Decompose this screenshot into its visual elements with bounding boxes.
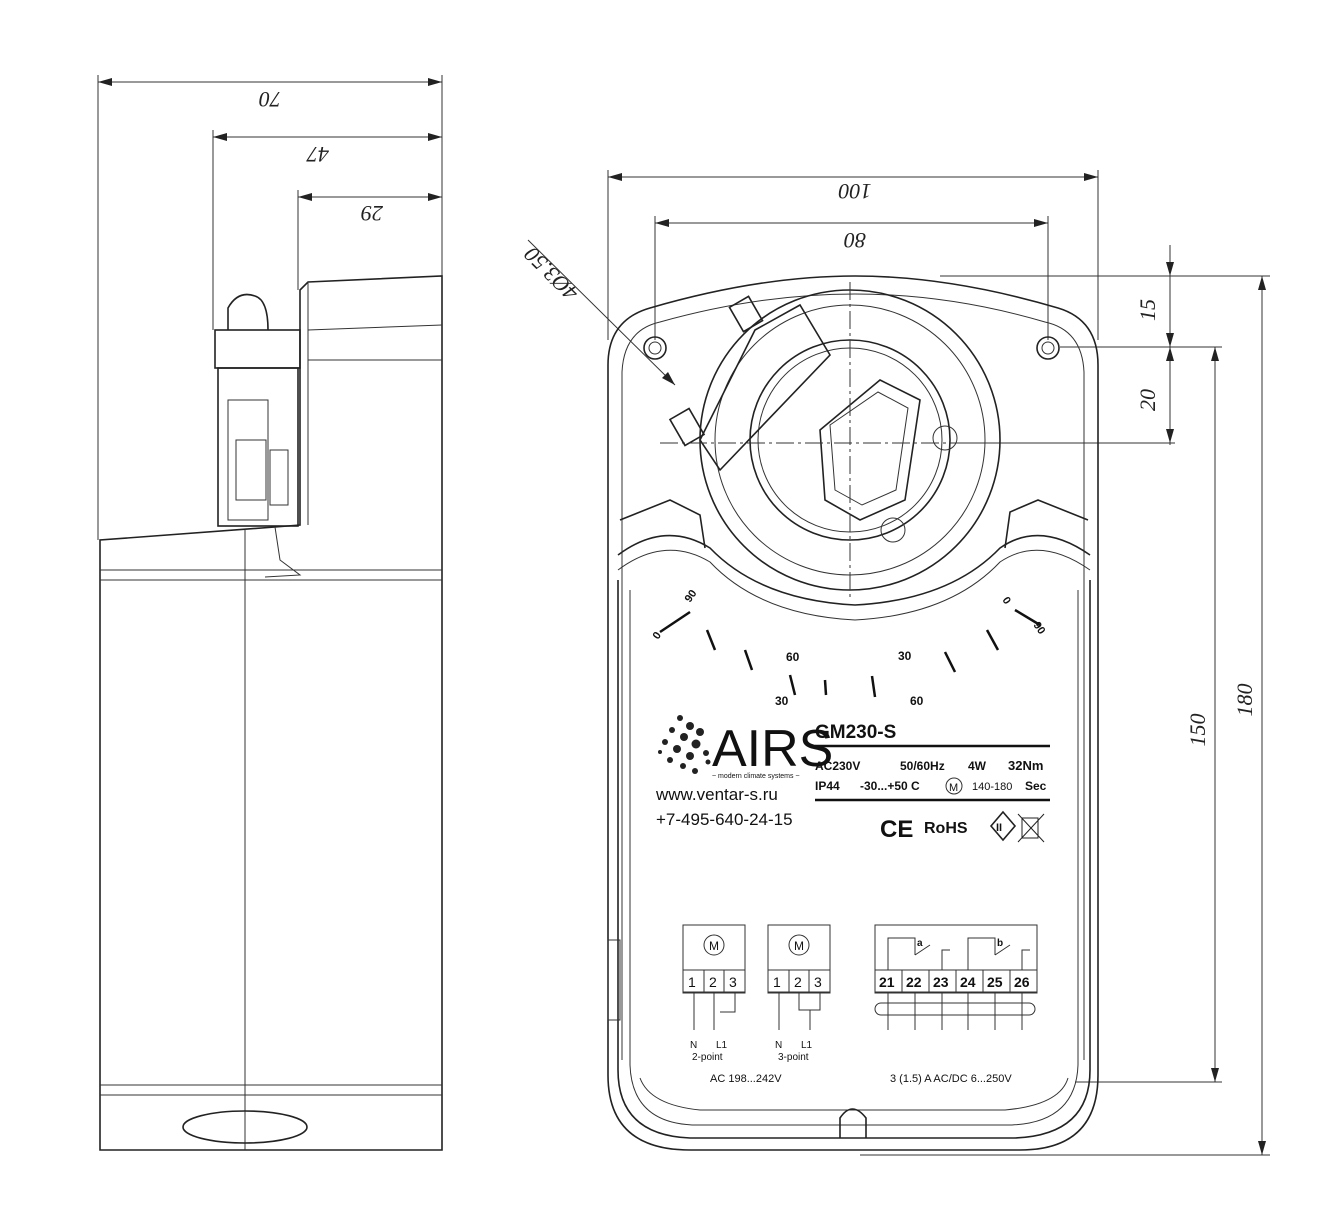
scale-left-30: 30	[775, 694, 789, 708]
terminal-24: 24	[960, 974, 976, 990]
model-name: GM230-S	[815, 722, 896, 743]
terminal-3: 3	[729, 974, 737, 990]
supply-voltage: AC 198...242V	[710, 1073, 782, 1085]
spec-ip: IP44	[815, 779, 840, 793]
wiring-2-point: M 1 2 3 N L1 2-point	[682, 924, 746, 1063]
spec-frequency: 50/60Hz	[900, 759, 945, 773]
website-text: www.ventar-s.ru	[655, 785, 778, 804]
dim-20: 20	[1135, 389, 1160, 411]
terminal-22: 22	[906, 974, 922, 990]
spec-motor-symbol: M	[949, 782, 958, 794]
spec-power: 4W	[968, 759, 987, 773]
terminal-25: 25	[987, 974, 1003, 990]
terminal-3: 3	[814, 974, 822, 990]
label-3-point: 3-point	[778, 1052, 809, 1063]
wiring-aux-switches: 21 22 23 24 25 26 a b	[874, 924, 1038, 1030]
scale-right-60: 60	[910, 694, 924, 708]
scale-right-0: 0	[1000, 595, 1013, 607]
terminal-2: 2	[709, 974, 717, 990]
terminal-23: 23	[933, 974, 949, 990]
terminal-1: 1	[688, 974, 696, 990]
label-l1: L1	[801, 1040, 813, 1051]
brand-logo	[658, 715, 711, 774]
switch-a-label: a	[917, 938, 923, 949]
terminal-26: 26	[1014, 974, 1030, 990]
motor-symbol-1: M	[709, 939, 719, 953]
label-n: N	[690, 1040, 697, 1051]
rohs-mark: RoHS	[924, 820, 968, 837]
switch-rating: 3 (1.5) A AC/DC 6...250V	[890, 1073, 1012, 1085]
scale-right-90: 90	[1031, 620, 1048, 637]
terminal-2: 2	[794, 974, 802, 990]
wiring-3-point: M 1 2 3 N L1 3-point	[767, 924, 831, 1063]
phone-text: +7-495-640-24-15	[656, 810, 793, 829]
label-2-point: 2-point	[692, 1052, 723, 1063]
spec-torque: 32Nm	[1008, 758, 1043, 773]
angle-scale	[659, 608, 1041, 698]
spec-time: 140-180	[972, 781, 1012, 793]
scale-right-30: 30	[898, 649, 912, 663]
motor-symbol-2: M	[794, 939, 804, 953]
logo-tagline: ~ modern climate systems ~	[712, 773, 800, 780]
spec-time-unit: Sec	[1025, 779, 1047, 793]
class-ii-icon: II	[989, 810, 1017, 842]
terminal-1: 1	[773, 974, 781, 990]
spec-voltage: AC230V	[815, 759, 860, 773]
dim-47: 47	[306, 142, 329, 167]
dim-150: 150	[1185, 714, 1210, 747]
dim-holes: 4Ø3.50	[519, 242, 583, 306]
dim-15: 15	[1135, 299, 1160, 321]
spec-temperature: -30...+50 C	[860, 779, 920, 793]
side-view: 70 47 29	[97, 75, 443, 1151]
logo-text: AIRS	[712, 720, 833, 778]
scale-left-0: 0	[651, 630, 664, 642]
terminal-21: 21	[879, 974, 895, 990]
svg-text:II: II	[996, 822, 1002, 834]
label-l1: L1	[716, 1040, 728, 1051]
dim-100: 100	[839, 179, 872, 204]
ce-mark: CE	[880, 816, 913, 843]
switch-b-label: b	[997, 938, 1003, 949]
front-view: 100 80 4Ø3.50 15 20 150 180	[519, 170, 1270, 1156]
label-n: N	[775, 1040, 782, 1051]
dim-70: 70	[259, 87, 281, 112]
weee-bin-icon	[1017, 813, 1045, 843]
scale-left-90: 90	[683, 588, 700, 605]
dim-29: 29	[361, 201, 383, 226]
dim-80: 80	[844, 228, 866, 253]
dim-180: 180	[1232, 684, 1257, 717]
scale-left-60: 60	[786, 650, 800, 664]
